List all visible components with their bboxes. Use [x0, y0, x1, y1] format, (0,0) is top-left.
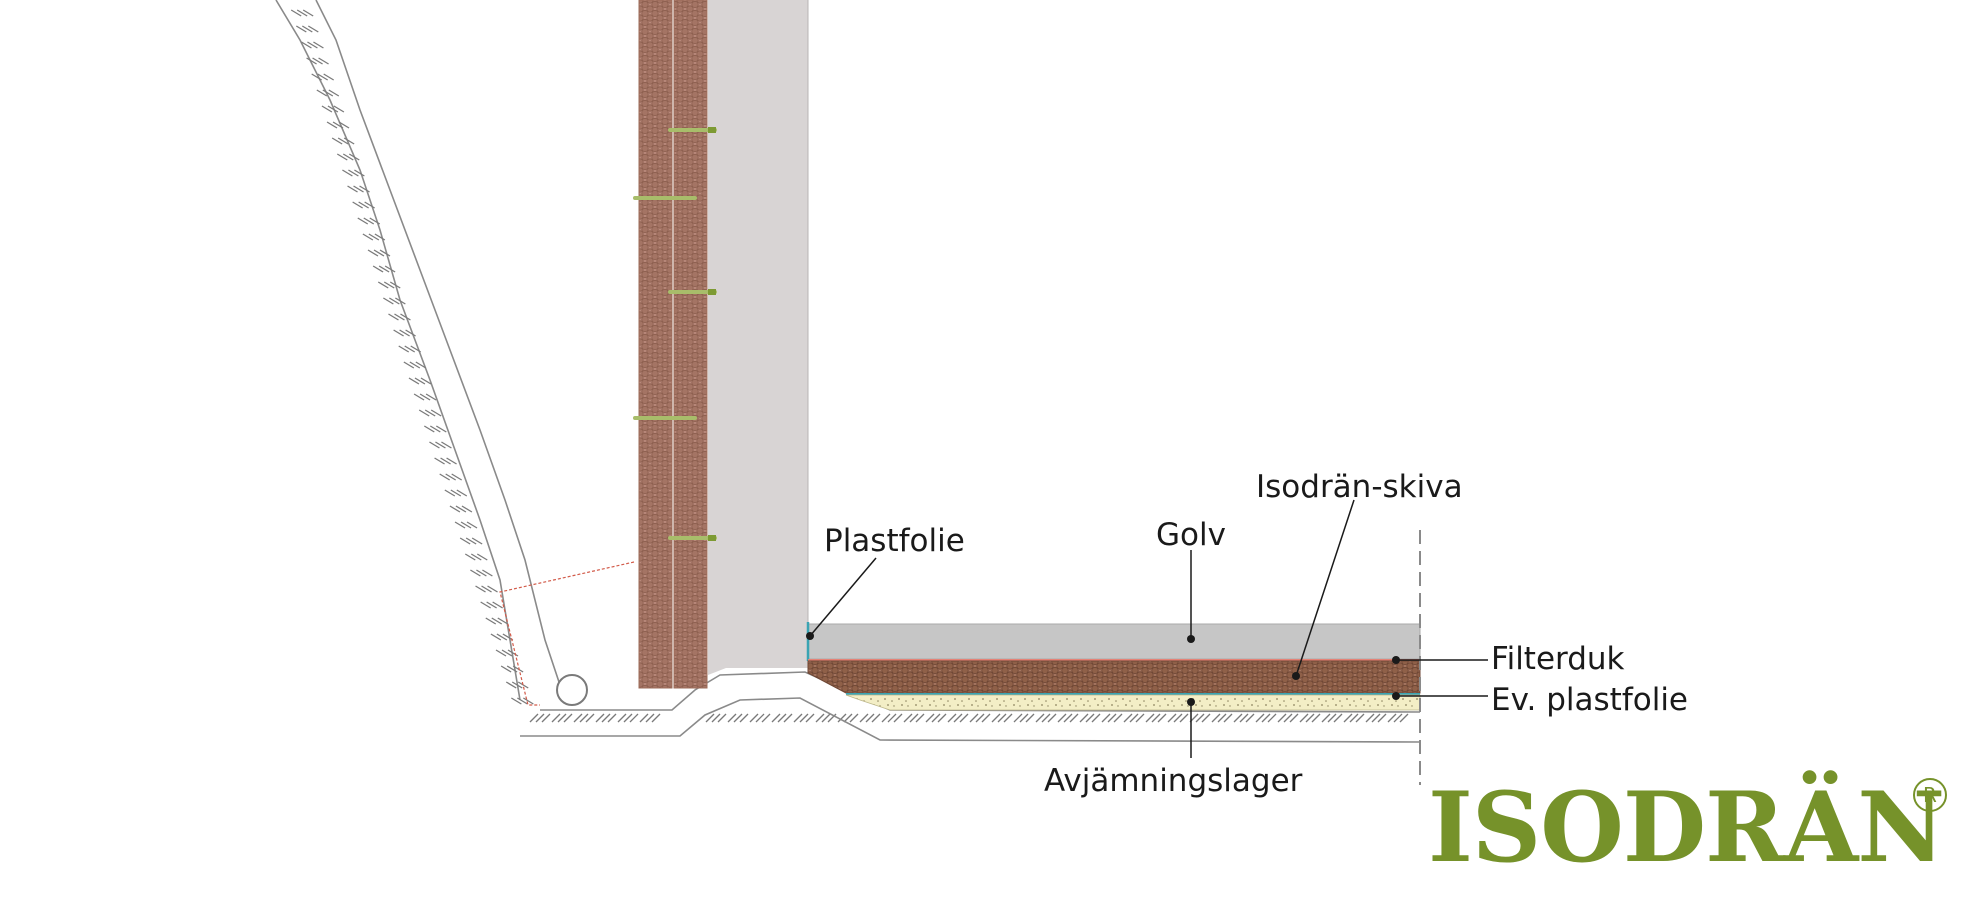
concrete-wall: [708, 0, 808, 675]
leader-lines: [809, 499, 1488, 758]
label-filterduk: Filterduk: [1491, 641, 1625, 677]
label-golv: Golv: [1156, 517, 1226, 553]
drain-pipe: [556, 674, 588, 706]
logo-wordmark: ISODRÄN: [1428, 771, 1945, 884]
leveling-layer: [845, 694, 1421, 711]
wall-insulation-board-outer: [638, 0, 673, 689]
registered-mark-icon: R: [1913, 778, 1947, 812]
isodran-logo: ISODRÄN R: [1428, 771, 1948, 890]
wall-insulation-board-inner: [673, 0, 708, 689]
soil-slope: [275, 0, 566, 701]
leader-dots: [806, 632, 1400, 706]
soil-hatching: [290, 9, 1409, 723]
isodran-board: [807, 660, 1421, 694]
wall-fasteners: [633, 128, 717, 540]
label-avjamningslager: Avjämningslager: [1044, 763, 1303, 799]
label-plastfolie: Plastfolie: [824, 523, 965, 559]
floor-slab: [807, 623, 1421, 660]
label-ev-plastfolie: Ev. plastfolie: [1491, 682, 1689, 718]
label-isodran-skiva: Isodrän-skiva: [1256, 469, 1463, 505]
filter-fabric-around-drain: [499, 561, 635, 706]
